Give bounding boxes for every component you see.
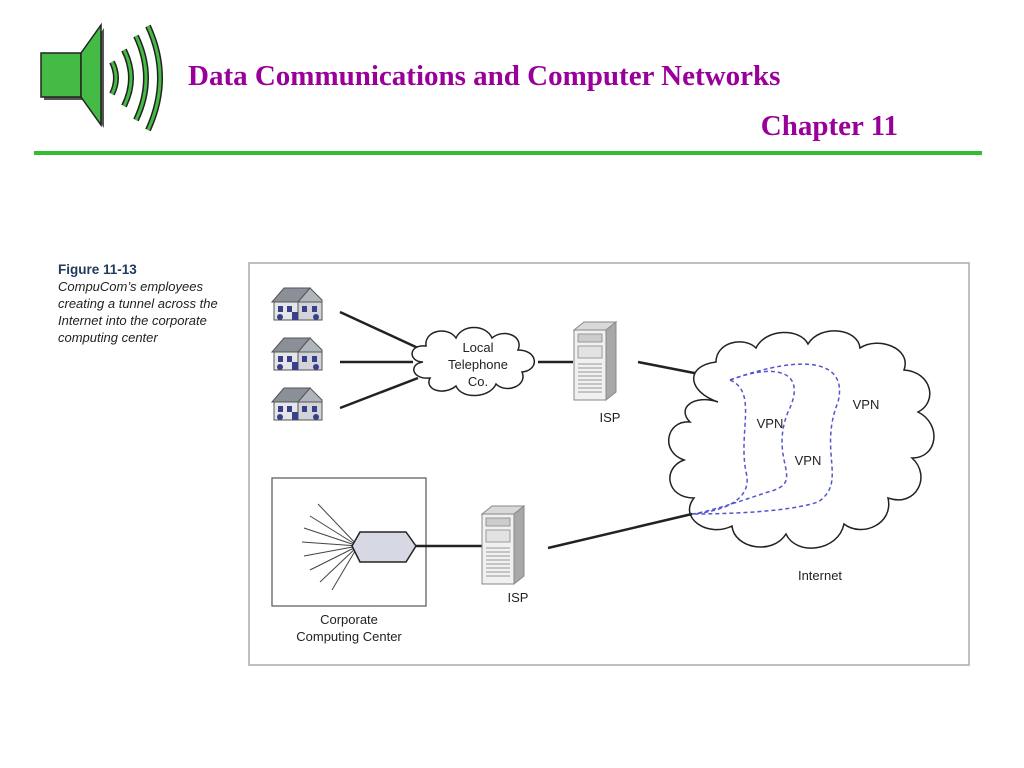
internet-label: Internet <box>798 568 842 583</box>
local-telephone-label: Local <box>462 340 493 355</box>
isp-internet-link <box>547 512 693 550</box>
header-divider <box>34 151 982 155</box>
chapter-label: Chapter 11 <box>760 110 898 142</box>
vpn-tunnel <box>691 363 841 515</box>
isp-server-icon <box>481 505 525 585</box>
corporate-center-label: Corporate <box>320 612 378 627</box>
figure-number: Figure 11-13 <box>58 262 137 277</box>
vpn-tunnel <box>691 370 795 515</box>
figure-caption-text: CompuCom’s employees creating a tunnel a… <box>58 279 218 345</box>
local-telephone-label: Co. <box>468 374 488 389</box>
vpn-tunnel <box>691 379 748 515</box>
speaker-sound-icon[interactable] <box>38 22 168 134</box>
slide-title: Data Communications and Computer Network… <box>188 60 781 92</box>
isp-server-icon <box>573 321 617 401</box>
corporate-center-label: Computing Center <box>296 629 402 644</box>
internet-cloud-icon <box>668 330 935 549</box>
figure-caption: Figure 11-13 CompuCom’s employees creati… <box>58 261 238 346</box>
vpn-label: VPN <box>757 416 784 431</box>
local-telephone-label: Telephone <box>448 357 508 372</box>
vpn-label: VPN <box>853 397 880 412</box>
corporate-hub-icon <box>301 503 359 591</box>
employee-home-icon <box>271 287 323 321</box>
home-link <box>339 310 419 350</box>
employee-home-icon <box>271 337 323 371</box>
isp-label: ISP <box>600 410 621 425</box>
corporate-hub-icon <box>351 531 417 563</box>
vpn-label: VPN <box>795 453 822 468</box>
vpn-network-diagram: Local Telephone Co. ISP Internet VPN VPN… <box>248 262 970 666</box>
isp-label: ISP <box>508 590 529 605</box>
home-link <box>339 376 419 410</box>
local-telephone-cloud-icon <box>411 326 535 397</box>
employee-home-icon <box>271 387 323 421</box>
